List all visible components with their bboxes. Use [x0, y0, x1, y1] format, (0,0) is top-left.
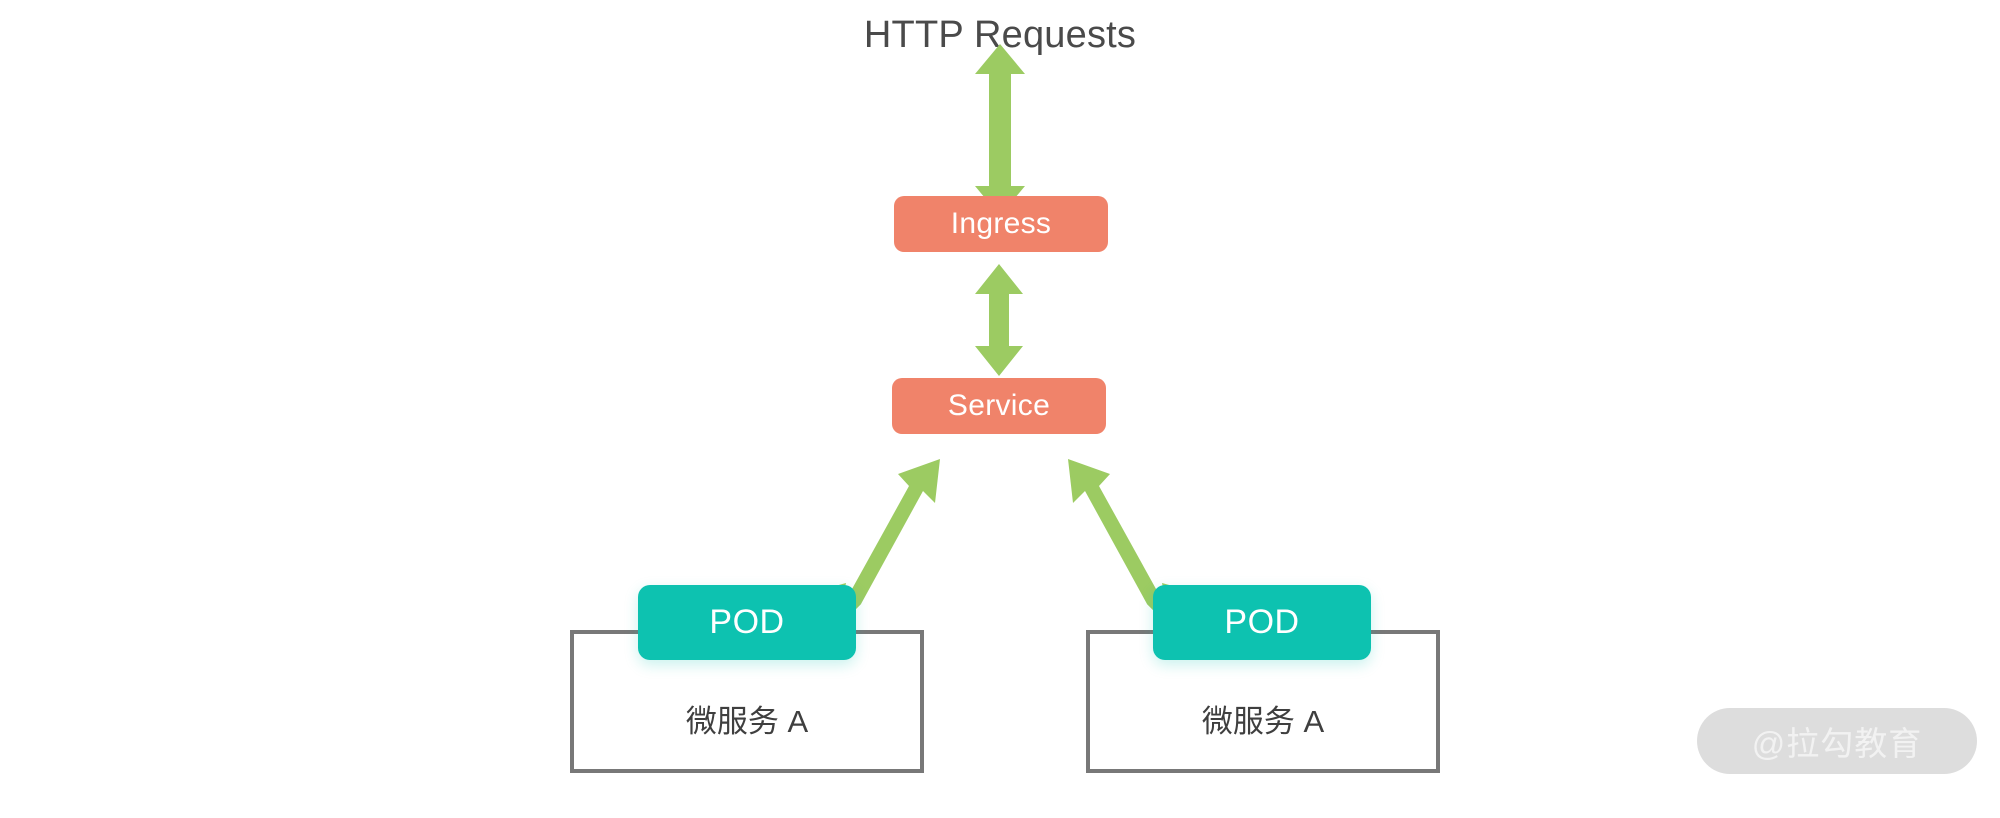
watermark: @拉勾教育: [1697, 708, 1977, 774]
node-service[interactable]: Service: [892, 378, 1106, 434]
microservice-label-left: 微服务 A: [685, 704, 809, 739]
node-pod-left[interactable]: POD: [638, 585, 856, 660]
arrow-http-to-ingress: [975, 44, 1025, 216]
node-ingress[interactable]: Ingress: [894, 196, 1108, 252]
microservice-label-right: 微服务 A: [1201, 704, 1325, 739]
arrow-ingress-to-service: [975, 264, 1023, 376]
microservice-container-right: 微服务 A: [1086, 630, 1440, 773]
node-pod-right[interactable]: POD: [1153, 585, 1371, 660]
microservice-container-left: 微服务 A: [570, 630, 924, 773]
